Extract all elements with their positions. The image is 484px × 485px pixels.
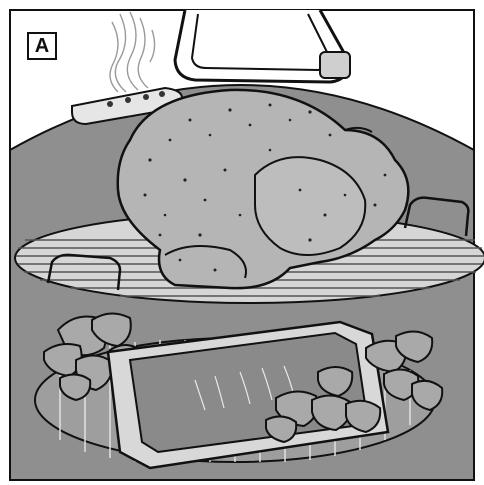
handle-bracket	[320, 52, 350, 78]
panel-label: A	[27, 32, 57, 60]
smoke-wisps	[110, 12, 155, 92]
